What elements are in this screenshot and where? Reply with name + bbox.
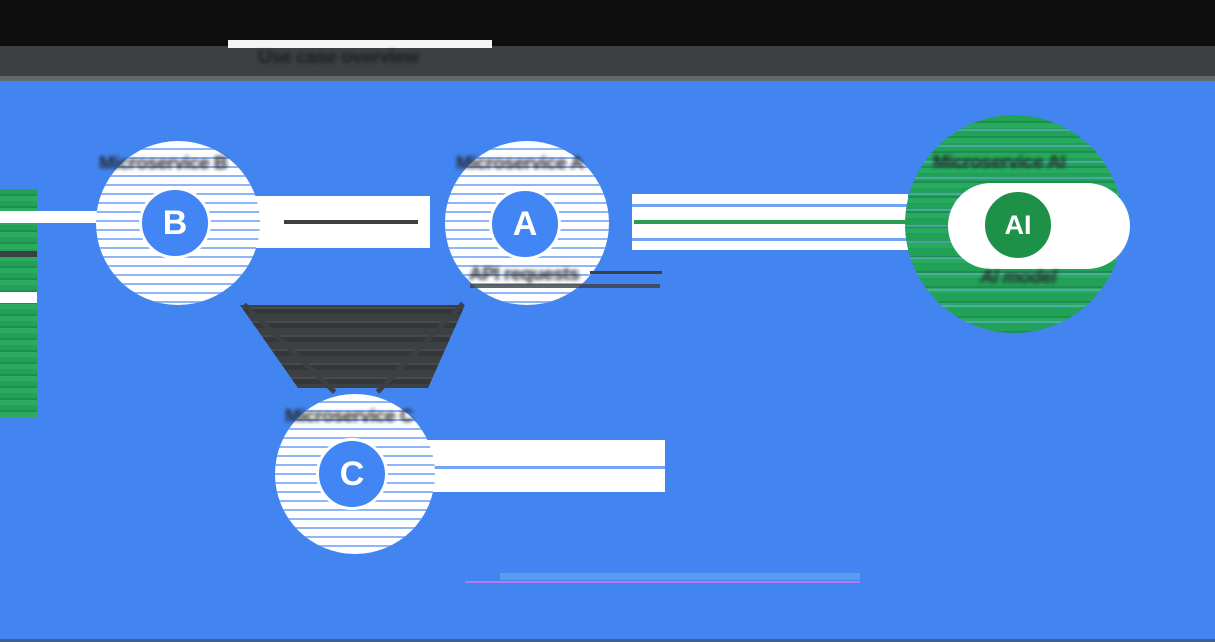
header-white-notch	[228, 40, 492, 48]
label-service-ai: Microservice AI	[933, 153, 1066, 173]
node-service-c: C	[316, 438, 388, 510]
node-b-letter: B	[162, 203, 188, 242]
diagram-title: Use case overview	[258, 48, 419, 68]
glitch-lightblue-bar	[500, 573, 860, 580]
edge-a-to-ai	[634, 220, 906, 224]
glitch-green-column	[0, 189, 37, 417]
header-light-strip	[0, 76, 1215, 81]
label-service-c: Microservice C	[285, 407, 414, 427]
node-service-ai: AI	[982, 189, 1054, 261]
node-service-a: A	[489, 188, 561, 260]
glitch-violet-line	[465, 581, 860, 583]
node-c-letter: C	[339, 454, 365, 493]
glitch-blue-line-1	[632, 204, 908, 207]
streak-white-left	[0, 211, 105, 223]
glitch-white-band	[0, 292, 37, 303]
bottom-edge-line	[0, 639, 1215, 642]
label-service-a: Microservice A	[456, 154, 584, 174]
node-service-b: B	[139, 187, 211, 259]
label-service-b: Microservice B	[99, 154, 228, 174]
edge-b-to-a	[284, 220, 418, 224]
header-black-band	[0, 0, 1215, 46]
glitch-dark-tail-2	[470, 284, 660, 288]
glitch-dark-tail-1	[590, 271, 662, 274]
sublabel-service-a: API requests	[469, 265, 580, 285]
node-ai-letter: AI	[1004, 209, 1032, 240]
sublabel-service-ai: AI model	[980, 268, 1057, 288]
glitch-blue-line-2	[632, 238, 908, 241]
glitch-blue-line-3	[420, 466, 665, 469]
glitch-dark-band	[0, 251, 37, 257]
header-gray-band	[0, 46, 1215, 78]
node-a-letter: A	[512, 204, 538, 243]
